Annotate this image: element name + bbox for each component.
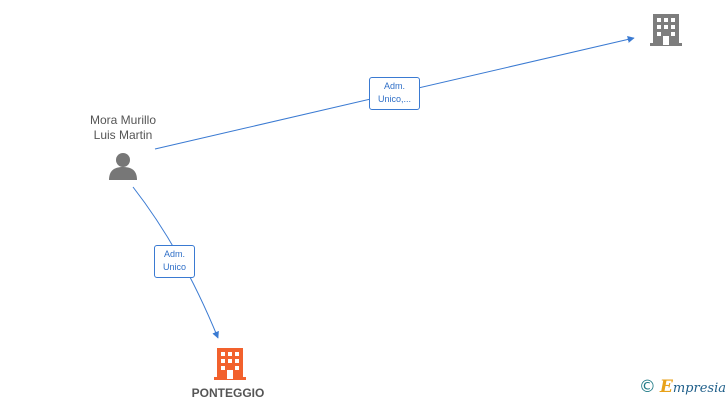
person-name-label[interactable]: Mora Murillo Luis Martin <box>73 113 173 143</box>
company-name-ponteggio[interactable]: PONTEGGIO <box>191 386 265 400</box>
person-icon[interactable] <box>109 153 137 180</box>
edge-label-line2: Unico <box>162 262 186 272</box>
building-icon-top-company[interactable] <box>650 14 682 46</box>
empresia-logo-initial: E <box>659 377 673 397</box>
empresia-logo: Empresia <box>660 377 726 397</box>
empresia-logo-rest: mpresia <box>672 381 726 396</box>
edge-label-line1: Adm. <box>383 81 405 91</box>
edge-label-line1: Adm. <box>163 249 185 259</box>
copyright-icon: © <box>638 376 656 397</box>
building-icon-ponteggio[interactable] <box>214 348 246 380</box>
empresia-watermark: © Empresia <box>639 377 726 397</box>
person-name-line1: Mora Murillo <box>89 113 156 127</box>
person-name-line2: Luis Martin <box>93 128 153 142</box>
edge-label-to-ponteggio[interactable]: Adm. Unico <box>154 245 195 278</box>
edge-label-to-top-company[interactable]: Adm. Unico,... <box>369 77 420 110</box>
edge-label-line2: Unico,... <box>377 94 411 104</box>
